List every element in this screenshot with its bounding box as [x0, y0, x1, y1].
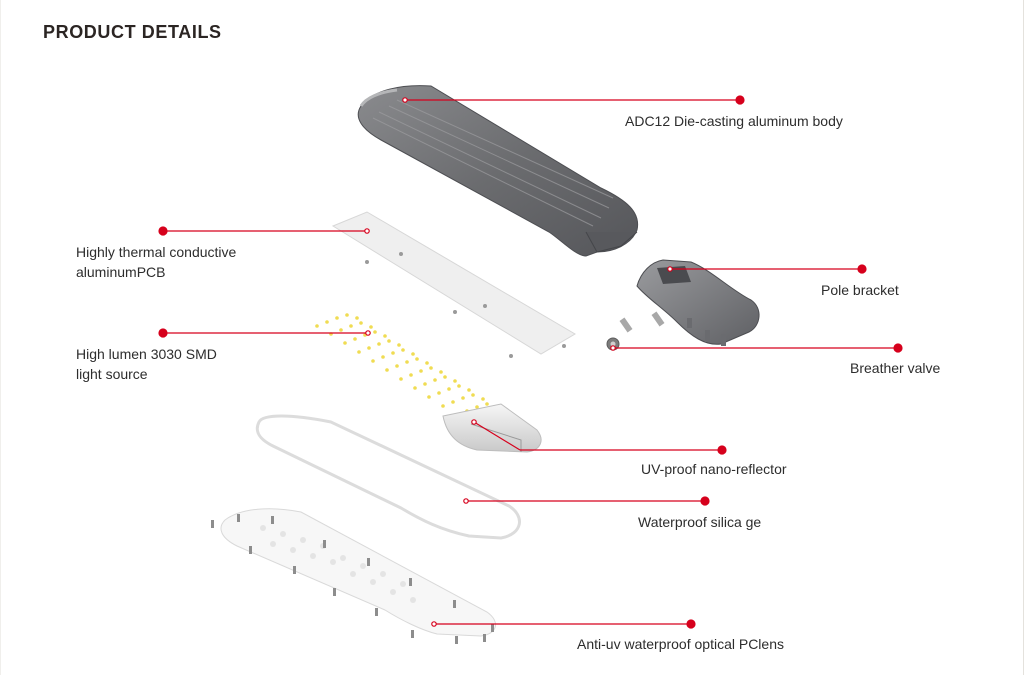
- silica-gasket-illustration: [255, 414, 521, 540]
- callout-label-gasket: Waterproof silica ge: [638, 514, 762, 530]
- led-light-source-illustration: [315, 313, 499, 417]
- callout-label-led-line2: light source: [76, 366, 148, 382]
- callout-label-pcb-line1: Highly thermal conductive: [76, 244, 237, 260]
- callout-label-pole: Pole bracket: [821, 282, 899, 298]
- callout-label-valve: Breather valve: [850, 360, 941, 376]
- breather-valve-illustration: [606, 311, 665, 351]
- callout-label-body: ADC12 Die-casting aluminum body: [625, 113, 843, 129]
- callout-line-body: [402, 95, 745, 105]
- callout-line-valve: [610, 343, 903, 353]
- callout-line-led: [158, 328, 371, 338]
- callout-line-pole: [667, 264, 867, 274]
- pole-bracket-illustration: [636, 259, 760, 346]
- page-title: PRODUCT DETAILS: [43, 22, 222, 42]
- callout-label-pcb-line2: aluminumPCB: [76, 264, 166, 280]
- callout-label-lens: Anti-uv waterproof optical PClens: [577, 636, 784, 652]
- nano-reflector-illustration: [442, 403, 542, 453]
- aluminum-pcb-illustration: [331, 211, 576, 358]
- callout-line-lens: [431, 619, 696, 629]
- callout-label-reflector: UV-proof nano-reflector: [641, 461, 787, 477]
- aluminum-body-illustration: [357, 85, 639, 257]
- callout-line-pcb: [158, 226, 370, 236]
- callout-lines: [158, 95, 903, 629]
- callout-label-led-line1: High lumen 3030 SMD: [76, 346, 217, 362]
- optical-lens-illustration: [211, 508, 496, 644]
- callout-line-gasket: [463, 496, 710, 506]
- callout-line-reflector: [471, 419, 727, 455]
